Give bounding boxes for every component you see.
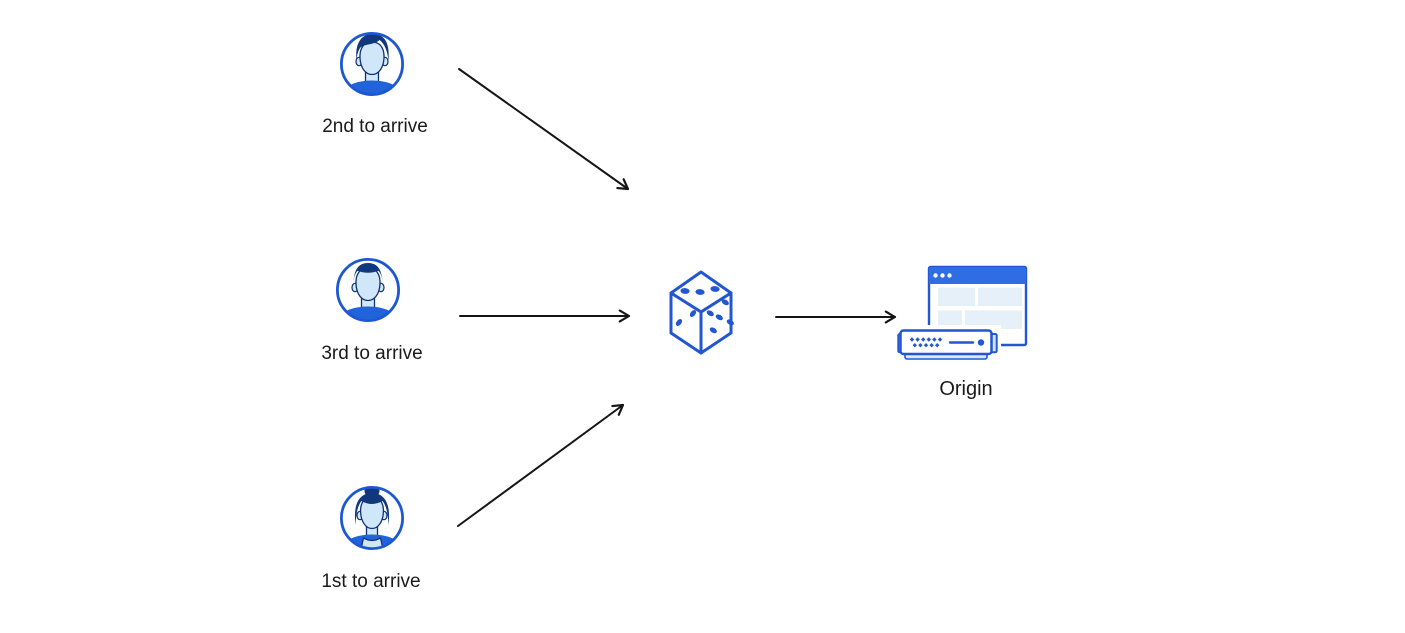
user-node-2nd <box>336 28 408 100</box>
user-label-3rd: 3rd to arrive <box>321 343 423 364</box>
origin-label: Origin <box>939 378 993 400</box>
user-male-swept-hair-icon <box>339 31 405 97</box>
user-label-2nd: 2nd to arrive <box>322 116 428 137</box>
arrow-user-1st-to-dice <box>457 403 625 527</box>
user-node-3rd <box>332 254 404 326</box>
origin-node <box>896 264 1028 362</box>
user-node-1st <box>336 482 408 554</box>
user-male-short-hair-icon <box>335 257 401 323</box>
origin-browser-server-icon <box>896 265 1028 362</box>
user-female-bun-icon <box>339 485 405 551</box>
dice-icon <box>669 270 734 355</box>
server-icon <box>896 325 1001 362</box>
user-label-1st: 1st to arrive <box>321 571 421 592</box>
dice-node <box>668 269 736 357</box>
